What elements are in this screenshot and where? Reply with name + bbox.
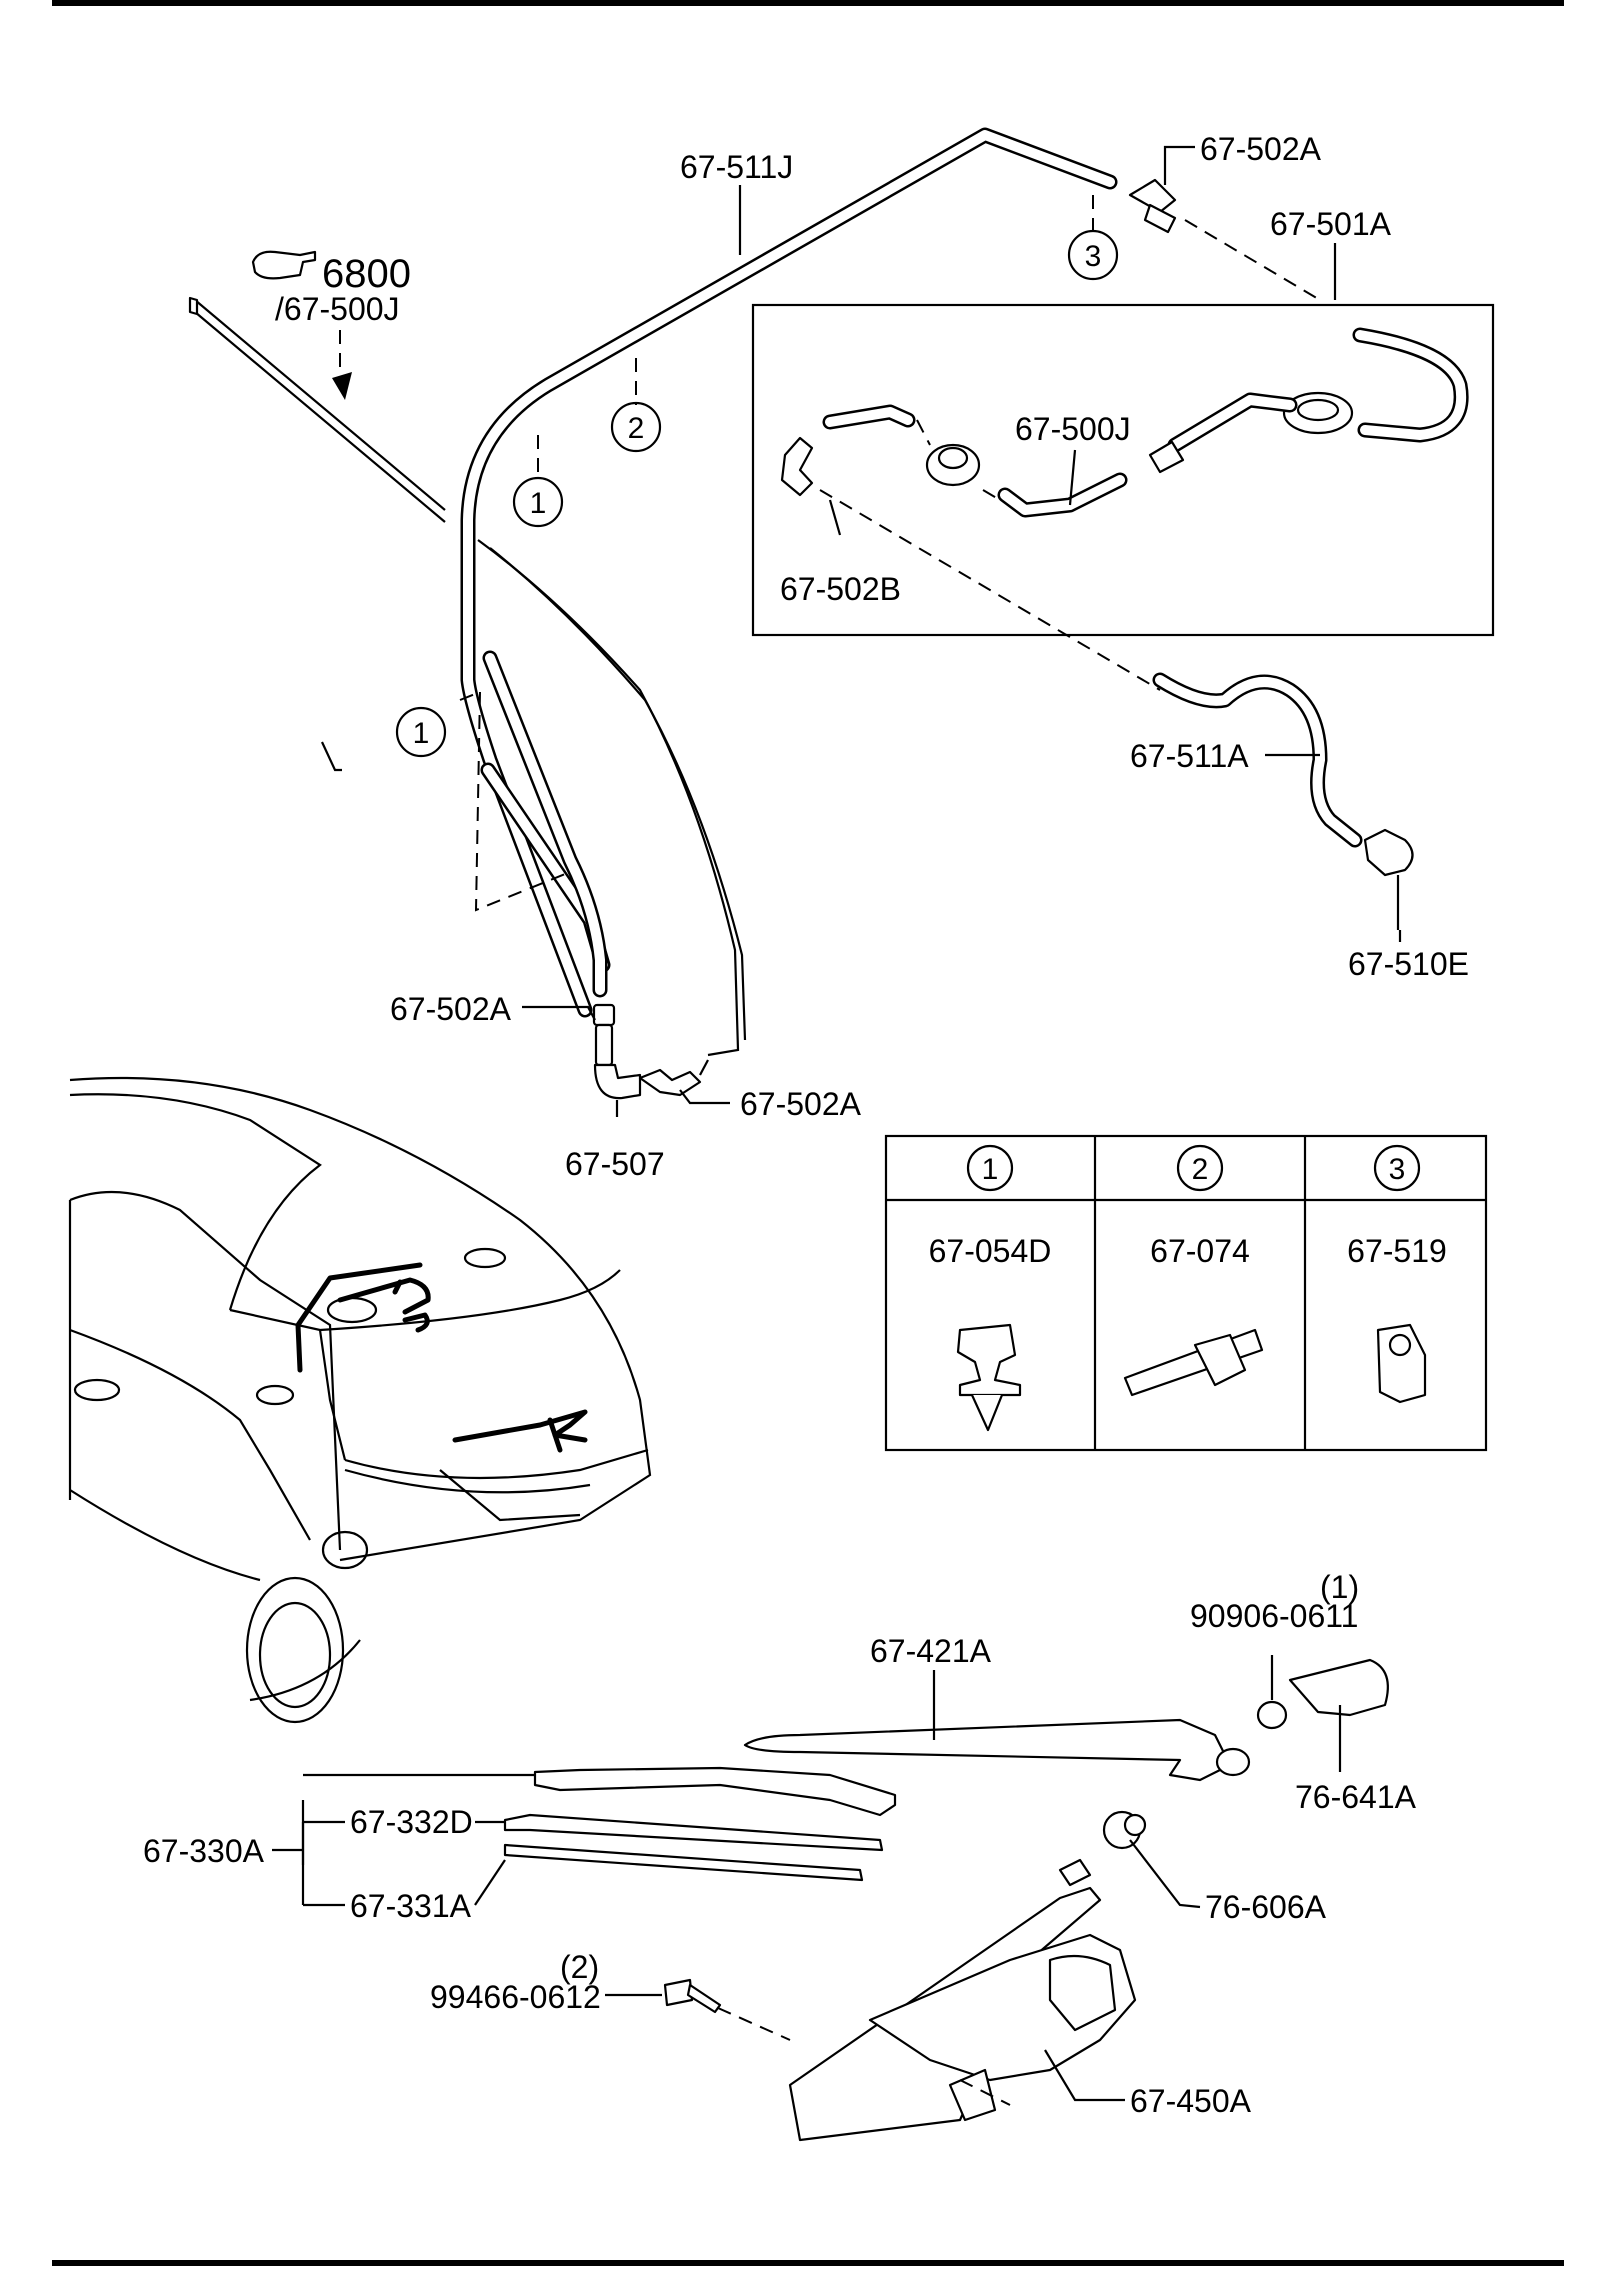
callout-67-501A: 67-501A xyxy=(1270,206,1392,242)
top-rule xyxy=(52,0,1564,6)
circle-mark-1a: 1 xyxy=(530,487,547,520)
callout-76-641A: 76-641A xyxy=(1295,1779,1417,1815)
callout-67-500J: 67-500J xyxy=(1015,411,1131,447)
nozzle-hose-inset xyxy=(751,303,1495,691)
callout-76-606A: 76-606A xyxy=(1205,1889,1327,1925)
clip-part-67-519: 67-519 xyxy=(1347,1233,1447,1269)
pointing-hand-icon xyxy=(251,250,317,280)
callout-67-510E: 67-510E xyxy=(1348,946,1469,982)
callout-67-511J: 67-511J xyxy=(680,149,793,185)
callout-67-507: 67-507 xyxy=(565,1146,665,1182)
leader-lines xyxy=(272,145,1402,2102)
callout-67-502B: 67-502B xyxy=(780,571,901,607)
callout-67-331A: 67-331A xyxy=(350,1888,472,1924)
callout-67-502A-left: 67-502A xyxy=(390,991,512,1027)
callout-67-511A: 67-511A xyxy=(1130,738,1249,774)
nozzle-hose-67-511A xyxy=(1152,672,1414,930)
callout-67-421A: 67-421A xyxy=(870,1633,992,1669)
clip-part-67-074: 67-074 xyxy=(1150,1233,1250,1269)
reference-number: 6800 xyxy=(322,252,411,296)
clip-table-header-2: 2 xyxy=(1192,1153,1209,1186)
reference-arrow xyxy=(332,372,352,400)
bottom-rule xyxy=(52,2260,1564,2266)
callout-67-330A: 67-330A xyxy=(143,1833,265,1869)
clip-table-header-1: 1 xyxy=(982,1153,999,1186)
callout-qty-1: (1) xyxy=(1320,1569,1359,1605)
circle-mark-1b: 1 xyxy=(413,717,430,750)
callout-67-332D: 67-332D xyxy=(350,1804,473,1840)
callout-90906-0611: 90906-0611 xyxy=(1190,1598,1358,1634)
car-illustration xyxy=(68,1076,652,1724)
circle-mark-2: 2 xyxy=(628,412,645,445)
circle-markers: 1 2 1 3 1 2 3 xyxy=(395,229,1421,1192)
clip-table xyxy=(884,1134,1488,1452)
callout-67-502A-right: 67-502A xyxy=(740,1086,862,1122)
clip-part-67-054D: 67-054D xyxy=(929,1233,1052,1269)
callout-67-450A: 67-450A xyxy=(1130,2083,1252,2119)
circle-mark-3: 3 xyxy=(1085,240,1102,273)
callout-labels: 6800 /67-500J 67-511J 67-502A 67-501A 67… xyxy=(143,131,1469,2119)
callout-67-502A-top: 67-502A xyxy=(1200,131,1322,167)
wiper-assembly xyxy=(503,1658,1389,2142)
callout-qty-2: (2) xyxy=(560,1949,599,1985)
washer-hose-assembly xyxy=(188,127,1321,1100)
callout-99466-0612: 99466-0612 xyxy=(430,1979,601,2015)
clip-table-header-3: 3 xyxy=(1389,1153,1406,1186)
reference-sub: /67-500J xyxy=(275,291,400,327)
